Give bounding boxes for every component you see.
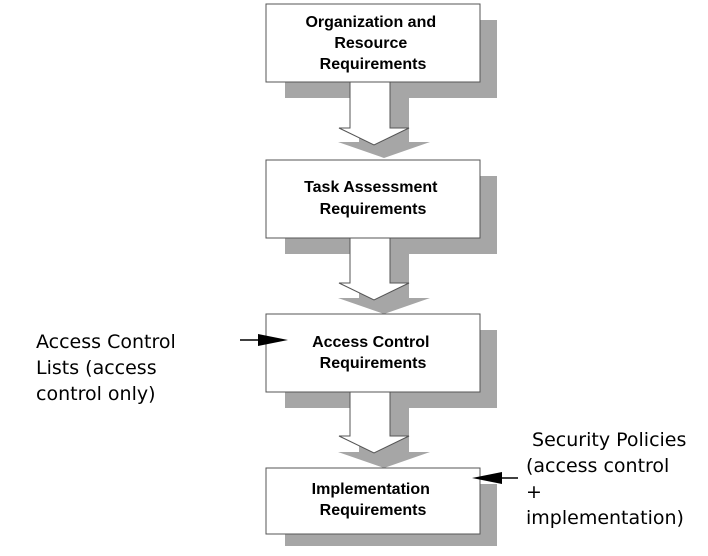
annotation-line: Lists (access [36,357,157,379]
step-title: Task Assessment Requirements [304,179,442,218]
annotation-line: + [526,481,542,503]
annotation-line: Security Policies [526,429,686,451]
step-implementation: Implementation Requirements [265,467,497,546]
step-title-line: Requirements [320,355,427,372]
step-access-control: Access Control Requirements [265,313,497,408]
down-arrow [338,237,410,301]
step-box [265,159,481,239]
annotation-line: control only) [36,383,156,405]
step-title: Organization and Resource Requirements [305,14,440,73]
step-title: Implementation Requirements [312,481,435,519]
step-title-line: Requirements [320,201,427,218]
flow-arrow-2 [338,237,430,314]
down-arrow [338,81,410,146]
flow-arrow-1 [338,81,430,158]
step-title-line: Access Control [312,334,429,351]
annotation-line: Access Control [36,331,176,353]
right-annotation: Security Policies (access control + impl… [472,429,686,529]
flow-arrow-3 [338,391,430,468]
left-annotation: Access Control Lists (access control onl… [36,331,288,405]
step-box [265,3,481,83]
right-arrowhead-icon [258,334,288,346]
annotation-text: Security Policies (access control + impl… [526,429,686,529]
step-organization-resource: Organization and Resource Requirements [265,3,497,98]
annotation-line: (access control [526,455,669,477]
annotation-line: implementation) [526,507,684,529]
annotation-text: Access Control Lists (access control onl… [36,331,182,405]
step-title-line: Requirements [320,502,427,519]
step-task-assessment: Task Assessment Requirements [265,159,497,254]
step-title-line: Organization and [305,14,436,31]
step-title-line: Requirements [320,56,427,73]
step-title-line: Task Assessment [304,179,438,196]
step-box [265,313,481,393]
step-title: Access Control Requirements [312,334,434,372]
step-box [265,467,481,535]
step-title-line: Implementation [312,481,430,498]
down-arrow [338,391,410,454]
step-title-line: Resource [334,35,407,52]
left-arrowhead-icon [472,472,502,484]
